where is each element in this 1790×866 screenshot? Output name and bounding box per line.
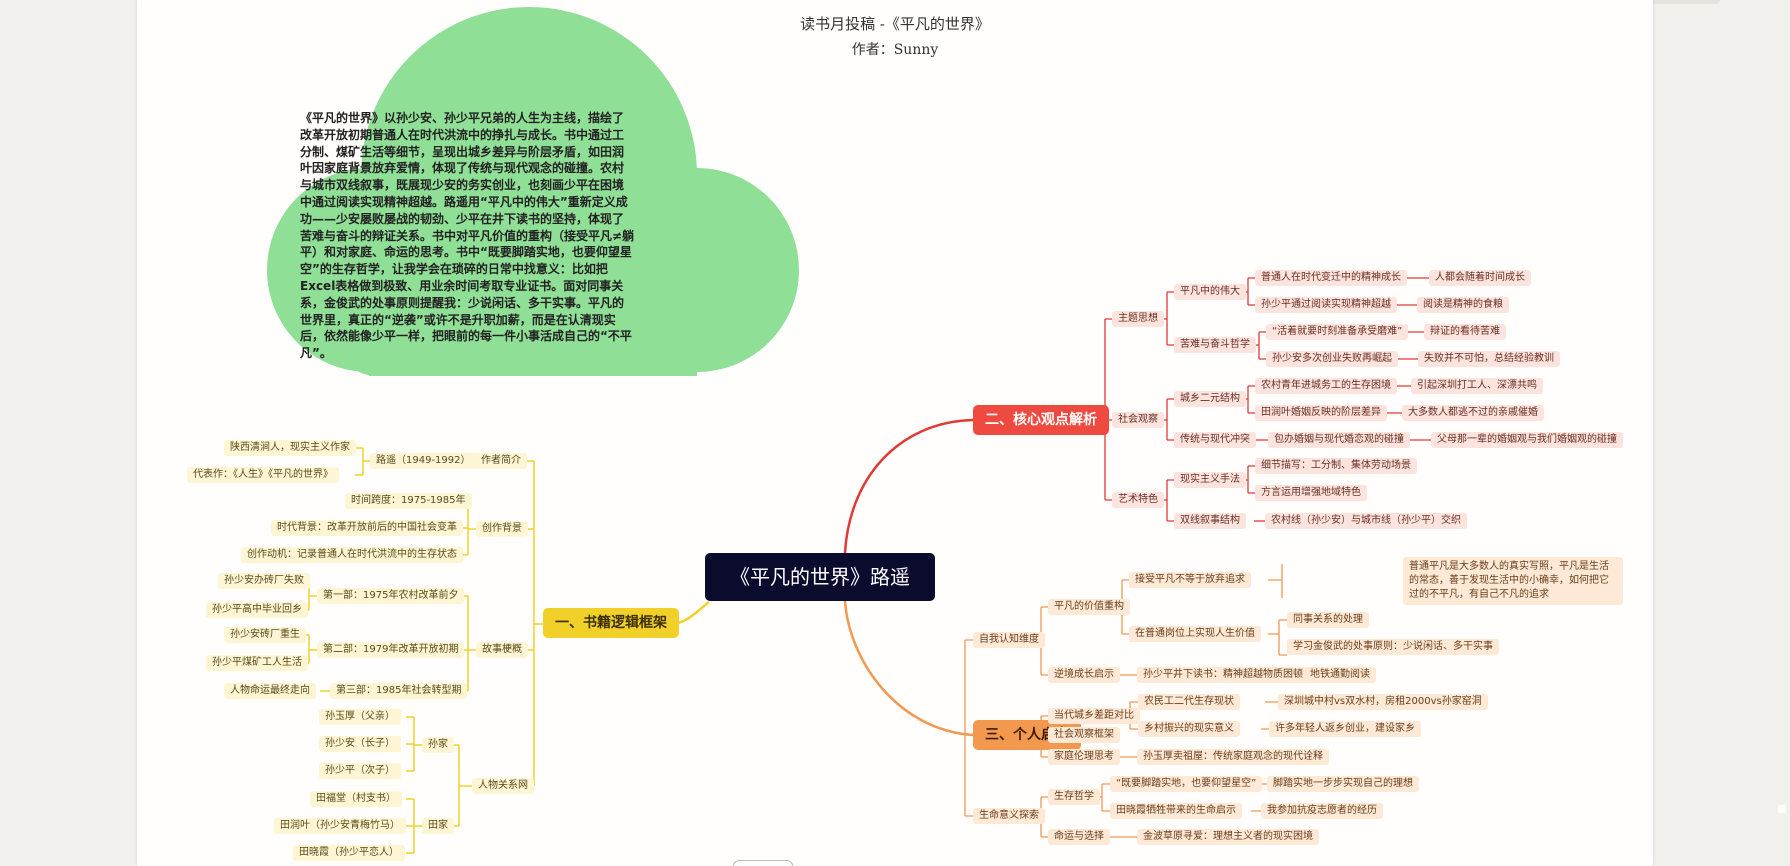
mindmap-canvas[interactable]: 读书月投稿 -《平凡的世界》 作者：Sunny [137, 0, 1653, 866]
node-h2a[interactable]: 失败并不可怕，总结经验教训 [1418, 351, 1560, 367]
node-theme[interactable]: 主题思想 [1112, 311, 1164, 327]
node-h1a[interactable]: 辩证的看待苦难 [1424, 324, 1506, 340]
node-part2[interactable]: 第二部：1979年改革开放初期 [317, 642, 465, 658]
node-d1[interactable]: 农村青年进城务工的生存困境 [1255, 378, 1397, 394]
node-sun-elder[interactable]: 孙少安（长子） [319, 736, 401, 752]
node-greatness[interactable]: 平凡中的伟大 [1174, 284, 1246, 300]
node-p2a[interactable]: 我参加抗疫志愿者的经历 [1261, 803, 1383, 819]
node-part1-b[interactable]: 孙少平高中毕业回乡 [206, 602, 308, 618]
node-sun-younger[interactable]: 孙少平（次子） [319, 763, 401, 779]
node-dn1[interactable]: 农村线（孙少安）与城市线（孙少平）交织 [1265, 513, 1467, 529]
node-hardship[interactable]: 苦难与奋斗哲学 [1174, 337, 1256, 353]
node-u1a[interactable]: 深圳城中村vs双水村，房租2000vs孙家窑洞 [1278, 694, 1488, 710]
node-dualnarr[interactable]: 双线叙事结构 [1174, 513, 1246, 529]
bottom-resize-handle[interactable] [733, 860, 793, 866]
summary-text: 《平凡的世界》以孙少安、孙少平兄弟的人生为主线，描绘了改革开放初期普通人在时代洪… [300, 111, 635, 361]
node-family[interactable]: 家庭伦理思考 [1048, 749, 1120, 765]
node-r1[interactable]: 细节描写：工分制、集体劳动场景 [1255, 458, 1417, 474]
node-value[interactable]: 平凡的价值重构 [1048, 599, 1130, 615]
node-v2[interactable]: 在普通岗位上实现人生价值 [1129, 626, 1261, 642]
node-a1a[interactable]: 地铁通勤阅读 [1304, 667, 1376, 683]
branch-core-views[interactable]: 二、核心观点解析 [973, 405, 1109, 435]
node-society[interactable]: 社会观察 [1112, 412, 1164, 428]
node-p1[interactable]: “既要脚踏实地，也要仰望星空” [1110, 776, 1263, 792]
node-v2b[interactable]: 学习金俊武的处事原则：少说闲话、多干实事 [1287, 639, 1499, 655]
root-node[interactable]: 《平凡的世界》路遥 [705, 553, 935, 601]
node-adversity[interactable]: 逆境成长启示 [1048, 667, 1120, 683]
summary-cloud [267, 7, 799, 376]
node-luyao-works[interactable]: 代表作：《人生》《平凡的世界》 [187, 467, 339, 483]
node-h2[interactable]: 孙少安多次创业失败再崛起 [1266, 351, 1398, 367]
page-author: 作者：Sunny [851, 42, 939, 58]
node-bg-motive[interactable]: 创作动机：记录普通人在时代洪流中的生存状态 [241, 547, 463, 563]
node-background[interactable]: 创作背景 [476, 521, 528, 537]
node-clash[interactable]: 传统与现代冲突 [1174, 432, 1256, 448]
node-v1a[interactable]: 普通平凡是大多数人的真实写照，平凡是生活的常态，善于发现生活中的小确幸，如何把它… [1403, 557, 1623, 605]
node-p1a[interactable]: 脚踏实地一步步实现自己的理想 [1267, 776, 1419, 792]
node-tian-xiaoxia[interactable]: 田晓霞（孙少平恋人） [293, 845, 405, 861]
node-part1[interactable]: 第一部：1975年农村改革前夕 [317, 588, 465, 604]
node-h1[interactable]: “活着就要时刻准备承受磨难” [1266, 324, 1409, 340]
node-v2a[interactable]: 同事关系的处理 [1287, 612, 1369, 628]
node-d2[interactable]: 田润叶婚姻反映的阶层差异 [1255, 405, 1387, 421]
node-dual[interactable]: 城乡二元结构 [1174, 391, 1246, 407]
node-d2a[interactable]: 大多数人都逃不过的亲戚催婚 [1402, 405, 1544, 421]
node-part2-b[interactable]: 孙少平煤矿工人生活 [206, 655, 308, 671]
node-tian-family[interactable]: 田家 [422, 818, 454, 834]
node-bg-era[interactable]: 时代背景：改革开放前后的中国社会变革 [271, 520, 463, 536]
node-people[interactable]: 人物关系网 [472, 778, 534, 794]
scroll-marker [1778, 805, 1786, 813]
node-f1[interactable]: 孙玉厚卖祖屋：传统家庭观念的现代诠释 [1137, 749, 1329, 765]
node-sun-father[interactable]: 孙玉厚（父亲） [319, 709, 401, 725]
node-part3-a[interactable]: 人物命运最终走向 [224, 683, 316, 699]
node-u1[interactable]: 农民工二代生存现状 [1138, 694, 1240, 710]
node-story[interactable]: 故事梗概 [476, 642, 528, 658]
page-title: 读书月投稿 -《平凡的世界》 [800, 15, 990, 33]
node-art[interactable]: 艺术特色 [1112, 492, 1164, 508]
node-c1[interactable]: 包办婚姻与现代婚恋观的碰撞 [1268, 432, 1410, 448]
node-r2[interactable]: 方言运用增强地域特色 [1255, 485, 1367, 501]
branch-framework[interactable]: 一、书籍逻辑框架 [543, 608, 679, 638]
node-part1-a[interactable]: 孙少安办砖厂失败 [218, 573, 310, 589]
node-fa1[interactable]: 金波草原寻爱：理想主义者的现实困境 [1137, 829, 1319, 845]
node-self[interactable]: 自我认知维度 [973, 632, 1045, 648]
node-realism[interactable]: 现实主义手法 [1174, 472, 1246, 488]
node-meaning[interactable]: 生命意义探索 [973, 808, 1045, 824]
node-tian-runye[interactable]: 田润叶（孙少安青梅竹马） [274, 818, 406, 834]
node-luyao[interactable]: 路遥（1949-1992） [370, 453, 477, 469]
node-d1a[interactable]: 引起深圳打工人、深漂共鸣 [1411, 378, 1543, 394]
node-urban[interactable]: 当代城乡差距对比 [1048, 708, 1140, 724]
node-sun-family[interactable]: 孙家 [422, 737, 454, 753]
node-u2[interactable]: 乡村振兴的现实意义 [1138, 721, 1240, 737]
node-philo[interactable]: 生存哲学 [1048, 789, 1100, 805]
node-tian-futang[interactable]: 田福堂（村支书） [310, 791, 402, 807]
node-part2-a[interactable]: 孙少安砖厂重生 [224, 627, 306, 643]
node-g2a[interactable]: 阅读是精神的食粮 [1417, 297, 1509, 313]
node-c1a[interactable]: 父母那一辈的婚姻观与我们婚姻观的碰撞 [1431, 432, 1623, 448]
node-bg-time[interactable]: 时间跨度：1975-1985年 [345, 493, 472, 509]
node-luyao-origin[interactable]: 陕西清涧人，现实主义作家 [224, 440, 356, 456]
node-social[interactable]: 社会观察框架 [1048, 727, 1120, 743]
node-g1[interactable]: 普通人在时代变迁中的精神成长 [1255, 270, 1407, 286]
node-v1[interactable]: 接受平凡不等于放弃追求 [1129, 572, 1251, 588]
node-a1[interactable]: 孙少平井下读书：精神超越物质困顿 [1137, 667, 1309, 683]
node-part3[interactable]: 第三部：1985年社会转型期 [330, 683, 468, 699]
node-g1a[interactable]: 人都会随着时间成长 [1429, 270, 1531, 286]
node-g2[interactable]: 孙少平通过阅读实现精神超越 [1255, 297, 1397, 313]
node-fate[interactable]: 命运与选择 [1048, 829, 1110, 845]
node-author-intro[interactable]: 作者简介 [475, 453, 527, 469]
node-u2a[interactable]: 许多年轻人返乡创业，建设家乡 [1269, 721, 1421, 737]
mindmap-connectors [267, 7, 1431, 854]
node-p2[interactable]: 田晓霞牺牲带来的生命启示 [1110, 803, 1242, 819]
